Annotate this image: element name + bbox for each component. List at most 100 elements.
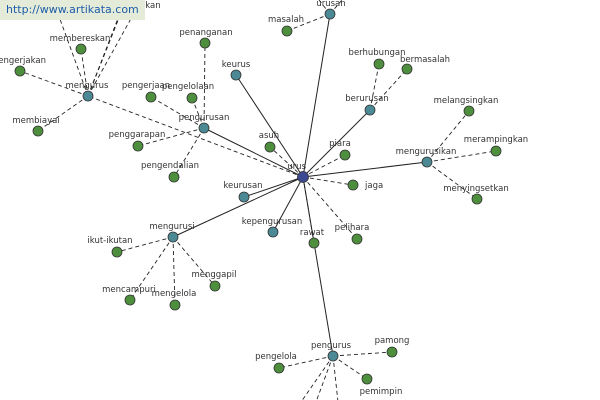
node-pengendalian-marker[interactable]	[168, 171, 180, 183]
node-mengelola[interactable]: mengelola	[152, 289, 197, 311]
node-asuh-marker[interactable]	[264, 141, 276, 153]
node-pengurus-marker[interactable]	[327, 350, 339, 362]
node-masalah-label: masalah	[268, 15, 304, 25]
edge-urus-mengurus	[87, 95, 304, 178]
node-bermasalah-marker[interactable]	[401, 63, 413, 75]
node-piara[interactable]: piara	[329, 139, 351, 161]
node-penggarapan-marker[interactable]	[132, 140, 144, 152]
edge-mengurus-membereskan	[80, 48, 89, 97]
edge-pengurusan-pengerjaan	[150, 96, 205, 129]
node-pengerjaan[interactable]: pengerjaan	[122, 81, 170, 103]
node-jaga-marker[interactable]	[347, 179, 359, 191]
node-pengelola-marker[interactable]	[273, 362, 285, 374]
node-pengurusan[interactable]: pengurusan	[179, 113, 230, 134]
edge-mengurus-mengerjakan	[19, 70, 89, 97]
node-keurusan-marker[interactable]	[238, 191, 250, 203]
node-kepengurusan-label: kepengurusan	[242, 217, 303, 227]
node-urus[interactable]: urus	[287, 162, 309, 183]
node-merampingkan-marker[interactable]	[490, 145, 502, 157]
node-membiayai[interactable]: membiayai	[12, 116, 60, 137]
node-jaga[interactable]: jaga	[347, 179, 383, 191]
edge-urus-mengurusi	[172, 176, 304, 238]
node-pamong[interactable]: pamong	[375, 336, 410, 358]
node-pemimpin[interactable]: pemimpin	[360, 373, 403, 397]
node-pengendalian[interactable]: pengendalian	[141, 161, 199, 183]
node-ikut-ikutan[interactable]: ikut-ikutan	[87, 236, 133, 258]
node-pengerjaan-marker[interactable]	[145, 91, 157, 103]
node-mencampuri-label: mencampuri	[102, 285, 156, 295]
edge-pengurusan-penanganan	[203, 42, 206, 129]
edge-berurusan-berhubungan	[369, 63, 380, 111]
node-berhubungan-marker[interactable]	[373, 58, 385, 70]
edge-pengurus-pemimpin	[332, 355, 368, 380]
node-berhubungan[interactable]: berhubungan	[349, 48, 406, 70]
node-berurusan[interactable]: berurusan	[345, 94, 389, 116]
node-penanganan[interactable]: penanganan	[179, 28, 233, 49]
node-mengurusi-marker[interactable]	[167, 231, 179, 243]
node-urusan-label: urusan	[316, 0, 345, 9]
node-rawat-marker[interactable]	[308, 237, 320, 249]
node-akan-label: akan	[140, 1, 161, 11]
node-urusan-marker[interactable]	[324, 8, 336, 20]
node-urus-marker[interactable]	[297, 171, 309, 183]
node-melangsingkan[interactable]: melangsingkan	[434, 96, 499, 117]
node-ikut-ikutan-marker[interactable]	[111, 246, 123, 258]
node-keurus-marker[interactable]	[230, 69, 242, 81]
node-menggapil-marker[interactable]	[209, 280, 221, 292]
node-mengelola-marker[interactable]	[169, 299, 181, 311]
node-mengurusi[interactable]: mengurusi	[149, 222, 195, 243]
node-pengelolaan-marker[interactable]	[186, 92, 198, 104]
node-pelihara[interactable]: pelihara	[335, 223, 370, 245]
node-pengelola[interactable]: pengelola	[255, 352, 297, 374]
node-mengerjakan-marker[interactable]	[14, 65, 26, 77]
node-penggarapan-label: penggarapan	[109, 130, 166, 140]
node-membereskan[interactable]: membereskan	[50, 34, 111, 55]
edge-urus-mengurusikan	[302, 161, 428, 178]
node-penanganan-marker[interactable]	[199, 37, 211, 49]
node-penggarapan[interactable]: penggarapan	[109, 130, 166, 152]
node-berurusan-marker[interactable]	[364, 104, 376, 116]
node-mengerjakan-label: mengerjakan	[0, 56, 46, 66]
node-pengurusan-marker[interactable]	[198, 122, 210, 134]
node-masalah[interactable]: masalah	[268, 15, 304, 37]
edge-urus-pengurus	[302, 176, 334, 357]
node-mengelola-label: mengelola	[152, 289, 197, 299]
node-membiayai-label: membiayai	[12, 116, 59, 126]
node-ikut-ikutan-label: ikut-ikutan	[87, 236, 132, 246]
node-mengurus[interactable]: mengurus	[66, 81, 110, 102]
node-mengerjakan[interactable]: mengerjakan	[0, 56, 46, 77]
node-mengurusikan-marker[interactable]	[421, 156, 433, 168]
node-mengurusikan[interactable]: mengurusikan	[396, 147, 457, 168]
node-urusan[interactable]: urusan	[316, 0, 346, 20]
node-membiayai-marker[interactable]	[32, 125, 44, 137]
node-asuh[interactable]: asuh	[259, 131, 279, 153]
edge-mengurusikan-merampingkan	[426, 150, 497, 163]
node-mencampuri-marker[interactable]	[124, 294, 136, 306]
edge-mengurusi-mengelola	[172, 236, 176, 306]
node-mengurus-marker[interactable]	[82, 90, 94, 102]
nodes-layer: urus urusan keurus pengurusan berurusan mengu…	[0, 0, 528, 397]
node-menggapil[interactable]: menggapil	[191, 270, 237, 292]
node-pamong-marker[interactable]	[386, 346, 398, 358]
node-membereskan-marker[interactable]	[75, 43, 87, 55]
node-menyingsetkan[interactable]: menyingsetkan	[443, 184, 509, 205]
node-melangsingkan-marker[interactable]	[463, 105, 475, 117]
node-piara-marker[interactable]	[339, 149, 351, 161]
node-pelihara-marker[interactable]	[351, 233, 363, 245]
node-bermasalah[interactable]: bermasalah	[400, 55, 450, 75]
node-keurus[interactable]: keurus	[222, 60, 251, 81]
edge-pengurusan-pengelolaan	[191, 97, 205, 129]
node-kepengurusan-marker[interactable]	[267, 226, 279, 238]
node-keurusan[interactable]: keurusan	[223, 181, 263, 203]
node-pemimpin-marker[interactable]	[361, 373, 373, 385]
node-pengelolaan[interactable]: pengelolaan	[162, 82, 214, 104]
node-mencampuri[interactable]: mencampuri	[102, 285, 156, 306]
node-pengurus[interactable]: pengurus	[311, 341, 352, 362]
node-kepengurusan[interactable]: kepengurusan	[242, 217, 303, 238]
node-pemimpin-label: pemimpin	[360, 387, 403, 397]
node-rawat[interactable]: rawat	[300, 228, 325, 249]
node-membereskan-label: membereskan	[50, 34, 111, 44]
node-masalah-marker[interactable]	[281, 25, 293, 37]
node-menyingsetkan-marker[interactable]	[471, 193, 483, 205]
node-merampingkan[interactable]: merampingkan	[464, 135, 528, 157]
